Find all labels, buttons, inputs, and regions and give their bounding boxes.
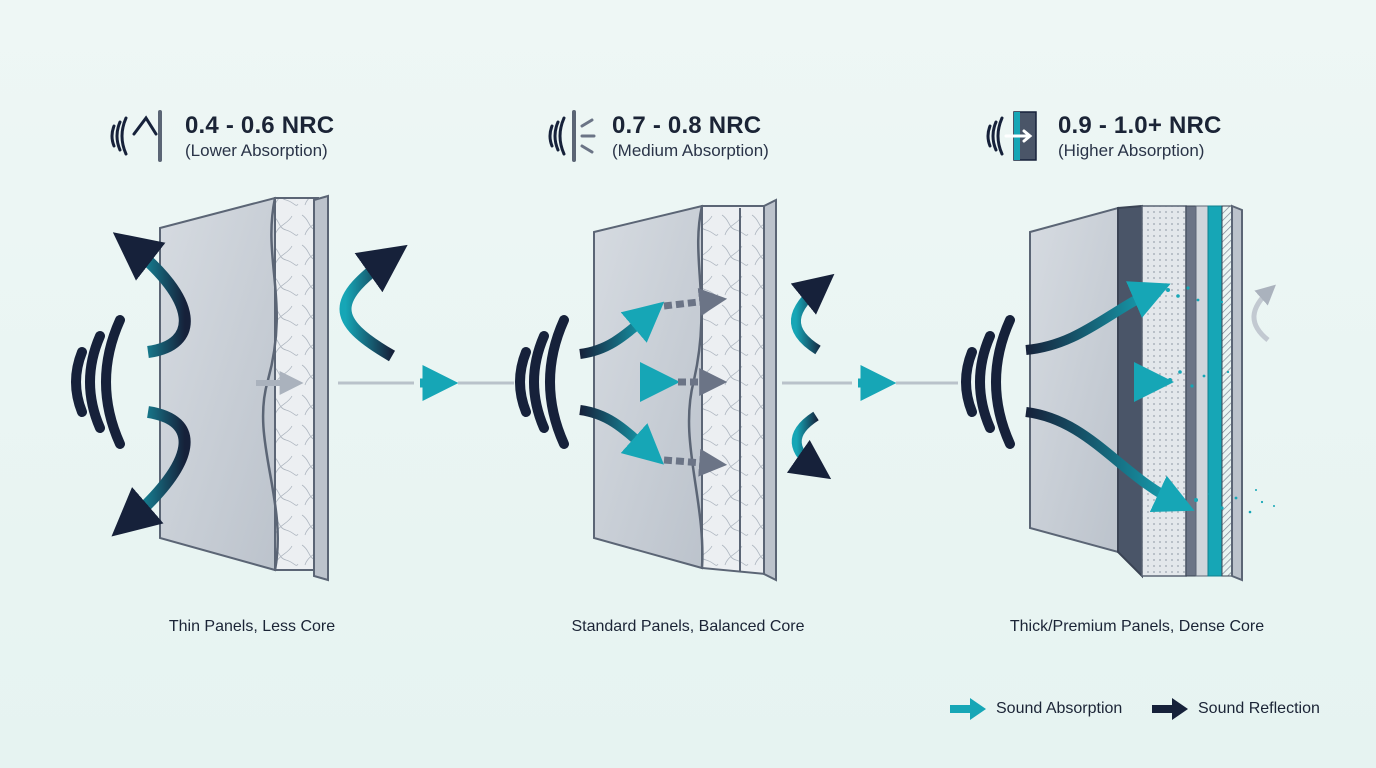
panel-thick-group — [961, 204, 1276, 582]
reflection-arrow-up-left — [112, 232, 191, 358]
panel-2-header: 0.7 - 0.8 NRC (Medium Absorption) — [612, 112, 769, 162]
panel-2-caption: Standard Panels, Balanced Core — [571, 618, 805, 635]
nrc-rating: 0.7 - 0.8 NRC — [612, 112, 762, 139]
panel-standard-group — [515, 198, 835, 582]
absorption-level: (Lower Absorption) — [185, 141, 328, 160]
panel-3-header: 0.9 - 1.0+ NRC (Higher Absorption) — [1058, 112, 1222, 162]
panel-thin-group — [71, 194, 408, 582]
dissipation-particles — [1166, 286, 1275, 514]
thin-panel — [159, 194, 329, 582]
reflection-arrow-down-right — [786, 411, 832, 480]
standard-panel — [593, 198, 777, 582]
sound-source-icon — [515, 315, 569, 449]
absorption-arrow-upper — [1025, 281, 1171, 355]
absorption-level: (Higher Absorption) — [1058, 141, 1205, 160]
panel-3-caption: Thick/Premium Panels, Dense Core — [1009, 618, 1265, 635]
reflection-arrow-up-right — [339, 244, 408, 362]
sound-source-icon — [961, 315, 1015, 449]
absorption-arrow-upper — [579, 301, 665, 359]
absorption-level: (Medium Absorption) — [612, 141, 769, 160]
legend-absorption: Sound Absorption — [948, 696, 1122, 722]
dense-core-layer — [1207, 205, 1223, 577]
panel-1-caption: Thin Panels, Less Core — [168, 618, 336, 635]
sound-source-icon — [71, 315, 125, 449]
absorption-arrow-lower — [579, 405, 664, 465]
panel-1-header: 0.4 - 0.6 NRC (Lower Absorption) — [185, 112, 334, 162]
reflection-arrow-down-left — [111, 406, 191, 537]
reflection-arrow-up-right — [790, 273, 835, 355]
legend-reflection-label: Sound Reflection — [1198, 700, 1320, 717]
absorb-sound-icon — [986, 111, 1037, 161]
reflect-sound-icon — [110, 110, 162, 162]
nrc-rating: 0.4 - 0.6 NRC — [185, 112, 335, 139]
faint-reflection-arrow — [1251, 284, 1276, 342]
absorption-arrow-icon — [950, 698, 986, 720]
transmitted-arrows — [663, 288, 728, 477]
thick-panel — [1029, 204, 1243, 582]
absorption-arrow-lower — [1025, 407, 1195, 512]
nrc-rating: 0.9 - 1.0+ NRC — [1058, 112, 1222, 139]
legend-absorption-label: Sound Absorption — [996, 700, 1123, 717]
partial-absorb-sound-icon — [548, 110, 596, 162]
reflection-arrow-icon — [1152, 698, 1188, 720]
legend-reflection: Sound Reflection — [1150, 696, 1320, 722]
